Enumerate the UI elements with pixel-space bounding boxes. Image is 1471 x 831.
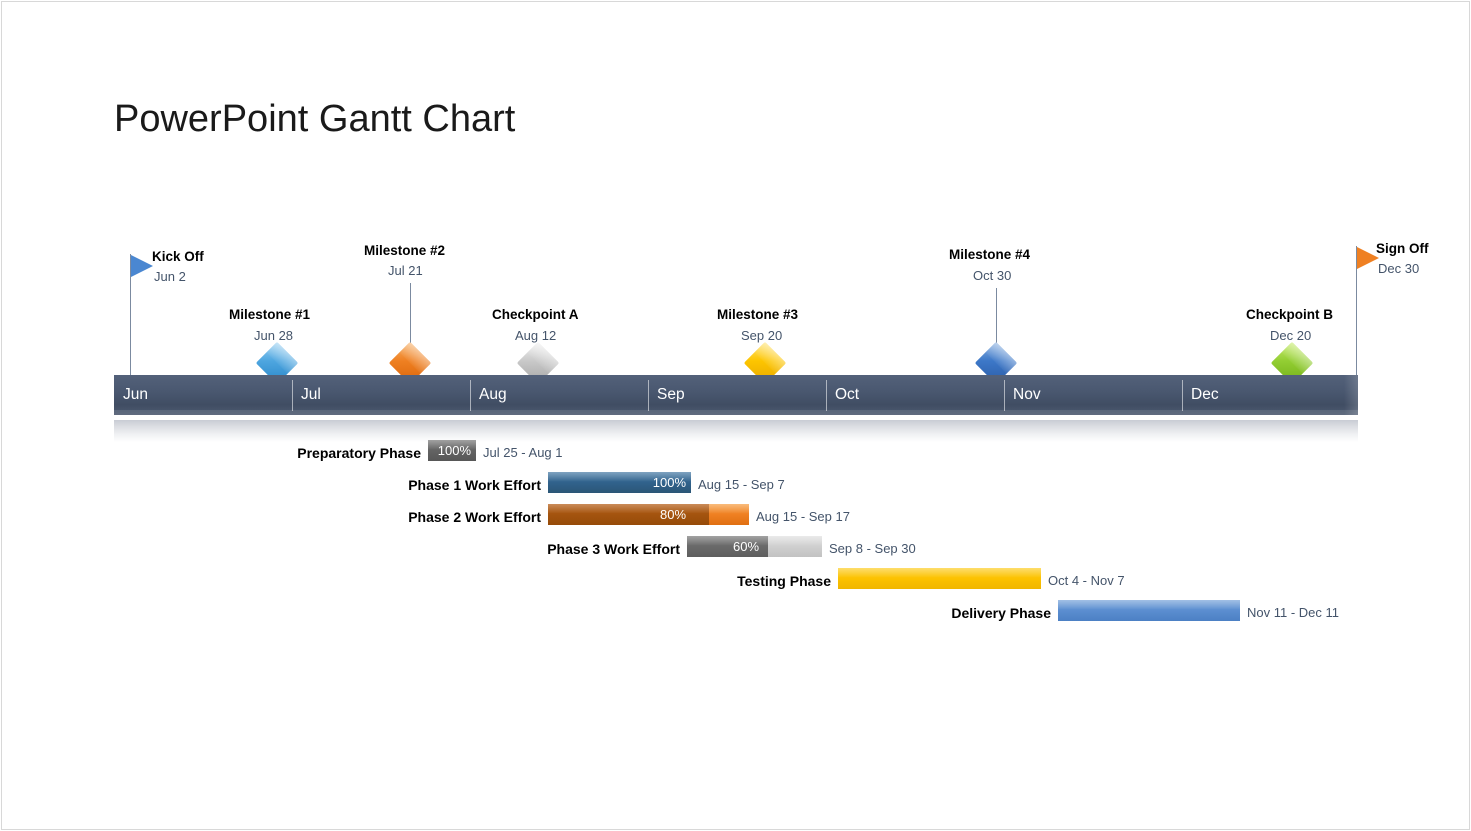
task-bar-phase-3-work-effort[interactable]: 60% (687, 536, 822, 557)
axis-bevel-bottom (114, 410, 1358, 415)
task-bar-progress-fill (548, 504, 709, 525)
task-label: Phase 1 Work Effort (408, 477, 541, 493)
month-cell-oct[interactable]: Oct (835, 386, 860, 403)
month-separator (648, 380, 649, 411)
connector-line (410, 283, 411, 348)
task-dates: Nov 11 - Dec 11 (1247, 605, 1340, 620)
milestone-date: Jul 21 (388, 263, 423, 278)
task-bar-percent: 60% (733, 539, 760, 554)
milestone-title: Checkpoint B (1246, 307, 1334, 322)
flag-icon (1357, 247, 1379, 269)
task-row[interactable]: Phase 1 Work Effort (0, 472, 548, 498)
milestone-title: Milestone #4 (949, 247, 1031, 262)
milestone-title: Sign Off (1376, 241, 1429, 256)
milestone-title: Checkpoint A (492, 307, 579, 322)
task-dates: Oct 4 - Nov 7 (1048, 573, 1125, 588)
month-cell-jul[interactable]: Jul (301, 386, 321, 403)
month-separator (1004, 380, 1005, 411)
task-bar-progress-fill (1058, 600, 1240, 621)
task-bar-testing-phase[interactable] (838, 568, 1041, 589)
task-dates: Aug 15 - Sep 7 (698, 477, 785, 492)
milestone-date: Aug 12 (515, 328, 557, 343)
task-bar-progress-fill (687, 536, 768, 557)
milestone-title: Milestone #1 (229, 307, 311, 322)
task-label: Phase 3 Work Effort (547, 541, 680, 557)
milestone-title: Milestone #2 (364, 243, 446, 258)
task-row[interactable]: Delivery Phase (0, 600, 1058, 626)
milestone-date: Dec 20 (1270, 328, 1312, 343)
task-dates: Aug 15 - Sep 17 (756, 509, 850, 524)
flag-pole (130, 254, 131, 376)
task-label: Testing Phase (737, 573, 831, 589)
task-row[interactable]: Phase 3 Work Effort (0, 536, 687, 562)
task-label: Preparatory Phase (297, 445, 421, 461)
milestone-date: Dec 30 (1378, 261, 1420, 276)
task-row[interactable]: Phase 2 Work Effort (0, 504, 548, 530)
month-separator (1182, 380, 1183, 411)
timeline-axis: Jun Jul Aug Sep Oct Nov Dec (114, 375, 1358, 415)
month-cell-aug[interactable]: Aug (479, 386, 507, 403)
connector-line (996, 288, 997, 348)
month-cell-nov[interactable]: Nov (1013, 386, 1041, 403)
task-bar-preparatory-phase[interactable]: 100% (428, 440, 476, 461)
task-bar-progress-fill (428, 440, 476, 461)
milestone-title: Kick Off (152, 249, 204, 264)
month-separator (826, 380, 827, 411)
task-label: Phase 2 Work Effort (408, 509, 541, 525)
milestone-date: Sep 20 (741, 328, 783, 343)
milestone-title: Milestone #3 (717, 307, 799, 322)
task-dates: Jul 25 - Aug 1 (483, 445, 563, 460)
task-bar-delivery-phase[interactable] (1058, 600, 1240, 621)
task-label: Delivery Phase (951, 605, 1051, 621)
month-cell-jun[interactable]: Jun (123, 386, 148, 403)
page-title: PowerPoint Gantt Chart (114, 98, 516, 140)
task-bar-phase-1-work-effort[interactable]: 100% (548, 472, 691, 493)
task-row[interactable]: Preparatory Phase (0, 440, 428, 466)
month-cell-dec[interactable]: Dec (1191, 386, 1219, 403)
flag-pole (1356, 246, 1357, 376)
milestone-date: Oct 30 (973, 268, 1012, 283)
task-dates: Sep 8 - Sep 30 (829, 541, 916, 556)
task-bar-percent: 80% (660, 507, 687, 522)
task-bar-percent: 100% (437, 443, 471, 458)
task-bar-progress-fill (548, 472, 691, 493)
axis-shadow-band (114, 420, 1358, 442)
flag-icon (131, 255, 153, 277)
task-bar-progress-fill (838, 568, 1041, 589)
milestone-date: Jun 2 (154, 269, 186, 284)
task-bar-phase-2-work-effort[interactable]: 80% (548, 504, 749, 525)
task-bar-percent: 100% (652, 475, 686, 490)
month-separator (292, 380, 293, 411)
task-row[interactable]: Testing Phase (0, 568, 838, 594)
milestone-date: Jun 28 (254, 328, 294, 343)
month-separator (470, 380, 471, 411)
month-cell-sep[interactable]: Sep (657, 386, 685, 403)
axis-bevel-right (1344, 375, 1358, 415)
